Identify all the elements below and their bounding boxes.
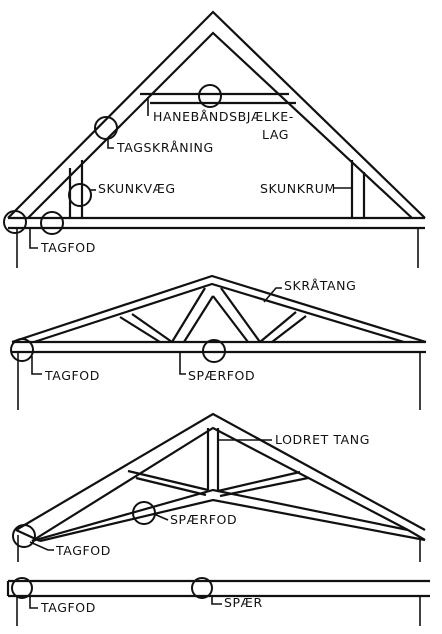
label-skunkvaeg: SKUNKVÆG (98, 181, 176, 196)
roof-frame-2 (11, 274, 427, 410)
roof-frame-3 (15, 412, 426, 562)
detail-circle-spaerfod-2 (202, 339, 226, 363)
detail-circle-tagfod-4 (11, 577, 33, 599)
detail-circle-skunkvaeg (68, 183, 92, 207)
detail-circle-tagfod-2 (10, 338, 34, 362)
label-spaerfod-2: SPÆRFOD (188, 368, 255, 383)
truss-panel-2: SKRÅTANG TAGFOD SPÆRFOD (10, 274, 427, 410)
detail-circle-tagfod-1b (40, 211, 64, 235)
truss-panel-4: TAGFOD SPÆR (6, 577, 430, 626)
label-lodret-tang: LODRET TANG (275, 432, 370, 447)
detail-circle-tagfod-1a (3, 210, 27, 234)
label-tagfod-1: TAGFOD (40, 240, 96, 255)
label-skraatang: SKRÅTANG (284, 278, 356, 293)
detail-circle-tagskraaning (94, 116, 118, 140)
detail-circle-hanebaand (198, 84, 222, 108)
label-hanebaand-2: LAG (262, 127, 289, 142)
label-tagfod-3: TAGFOD (55, 543, 111, 558)
label-spaerfod-3: SPÆRFOD (170, 512, 237, 527)
truss-panel-1: HANEBÅNDSBJÆLKE- LAG TAGSKRÅNING SKUNKVÆ… (3, 10, 426, 268)
roof-frame-1 (7, 10, 426, 268)
label-spaer: SPÆR (224, 595, 263, 610)
detail-circle-tagfod-3 (12, 524, 36, 548)
label-skunkrum: SKUNKRUM (260, 181, 336, 196)
roof-frame-4 (6, 579, 430, 626)
label-tagskraaning: TAGSKRÅNING (116, 140, 214, 155)
detail-circle-spaer (191, 577, 213, 599)
detail-circle-spaerfod-3 (132, 501, 156, 525)
label-hanebaand-1: HANEBÅNDSBJÆLKE- (153, 109, 294, 124)
truss-panel-3: LODRET TANG SPÆRFOD TAGFOD (12, 412, 426, 562)
label-tagfod-2: TAGFOD (44, 368, 100, 383)
label-tagfod-4: TAGFOD (40, 600, 96, 615)
